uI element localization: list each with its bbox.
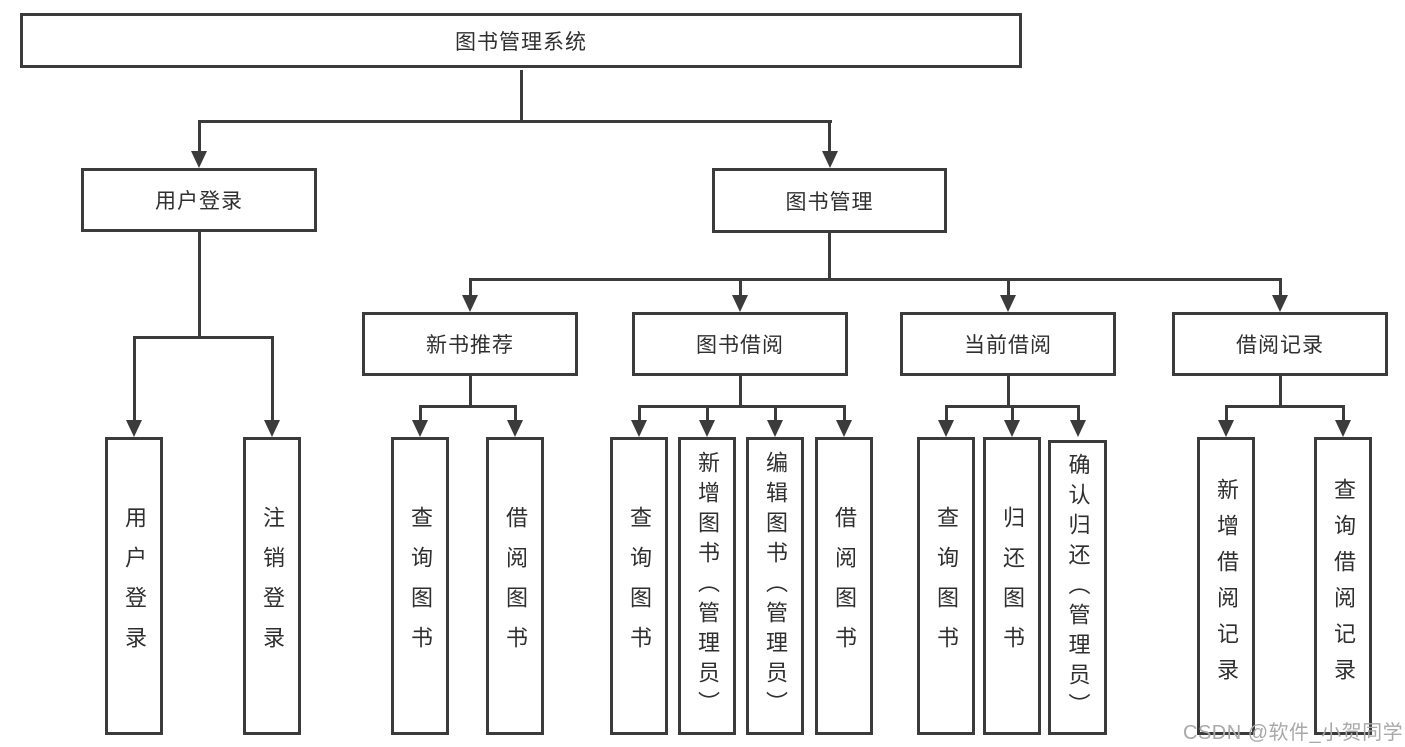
arrow-down-icon [699, 420, 715, 437]
leaf-label: 借阅图书 [832, 506, 857, 666]
arrow-down-icon [191, 151, 207, 168]
arrow-down-icon [767, 420, 783, 437]
arrow-down-icon [938, 420, 954, 437]
watermark: CSDN @软件_小贺同学 [1183, 722, 1404, 744]
leaf-label: 查询图书 [627, 506, 652, 666]
connector-drop-borrow-records [1278, 278, 1282, 296]
connector-drop-login [132, 336, 136, 421]
connector-borrow-stem [738, 376, 742, 405]
connector-drop-user-login [197, 120, 201, 152]
arrow-down-icon [1004, 420, 1020, 437]
leaf-user-login: 用户登录 [105, 437, 163, 735]
arrow-down-icon [1000, 295, 1016, 312]
leaf-label: 查询借阅记录 [1331, 478, 1356, 694]
leaf-add-borrow-record: 新增借阅记录 [1197, 437, 1255, 735]
connector-drop [1341, 405, 1345, 423]
connector-user-login-hline [132, 336, 274, 339]
arrow-down-icon [1218, 420, 1234, 437]
connector-user-login-stem [197, 232, 201, 336]
leaf-logout: 注销登录 [243, 437, 301, 735]
node-current-borrow: 当前借阅 [900, 312, 1116, 376]
connector-drop [1224, 405, 1228, 423]
leaf-edit-book-admin: 编辑图书（管理员） [746, 437, 804, 735]
leaf-label: 查询图书 [934, 506, 959, 666]
arrow-down-icon [836, 420, 852, 437]
leaf-return-books: 归还图书 [983, 437, 1041, 735]
connector-book-management-hline [468, 278, 1282, 281]
arrow-down-icon [507, 420, 523, 437]
node-book-management: 图书管理 [712, 168, 947, 233]
leaf-borrow-books-recommend: 借阅图书 [486, 437, 544, 735]
arrow-down-icon [126, 420, 142, 437]
leaf-confirm-return-admin: 确认归还（管理员） [1048, 440, 1107, 735]
connector-drop-book-management [828, 120, 831, 152]
arrow-down-icon [631, 420, 647, 437]
connector-book-management-stem [828, 233, 831, 281]
connector-recommend-hline [418, 405, 517, 408]
connector-drop-logout [270, 336, 274, 421]
connector-drop [637, 405, 641, 423]
node-borrow-records: 借阅记录 [1172, 312, 1388, 376]
node-new-book-recommend: 新书推荐 [362, 312, 578, 376]
leaf-label: 新增借阅记录 [1214, 478, 1239, 694]
connector-recommend-stem [468, 376, 472, 405]
leaf-label: 注销登录 [260, 506, 285, 666]
connector-drop [842, 405, 846, 423]
connector-drop-current-borrow [1006, 278, 1010, 296]
leaf-label: 查询图书 [408, 506, 433, 666]
connector-drop [773, 405, 777, 423]
connector-root-stem [519, 70, 523, 120]
arrow-down-icon [264, 420, 280, 437]
leaf-label: 借阅图书 [503, 506, 528, 666]
connector-drop-book-borrow [738, 278, 742, 296]
connector-drop-new-book-recommend [468, 278, 472, 296]
leaf-label: 归还图书 [1000, 506, 1025, 666]
leaf-label: 用户登录 [122, 506, 147, 666]
leaf-borrow-books-borrow: 借阅图书 [815, 437, 873, 735]
leaf-add-book-admin: 新增图书（管理员） [678, 437, 736, 735]
leaf-query-books-borrow: 查询图书 [610, 437, 668, 735]
connector-drop [1076, 405, 1080, 423]
arrow-down-icon [412, 420, 428, 437]
leaf-query-borrow-record: 查询借阅记录 [1314, 437, 1372, 735]
connector-drop [418, 405, 422, 423]
arrow-down-icon [1272, 295, 1288, 312]
arrow-down-icon [1070, 420, 1086, 437]
node-book-borrow: 图书借阅 [632, 312, 848, 376]
arrow-down-icon [1335, 420, 1351, 437]
arrow-down-icon [821, 151, 838, 168]
connector-current-stem [1006, 376, 1010, 405]
arrow-down-icon [462, 295, 478, 312]
connector-root-hline [197, 120, 832, 123]
connector-records-hline [1224, 405, 1345, 408]
leaf-label: 确认归还（管理员） [1065, 452, 1091, 723]
node-root: 图书管理系统 [20, 13, 1022, 68]
leaf-query-books-current: 查询图书 [917, 437, 975, 735]
connector-drop [1010, 405, 1014, 423]
connector-records-stem [1278, 376, 1282, 405]
leaf-label: 编辑图书（管理员） [763, 451, 788, 721]
arrow-down-icon [732, 295, 748, 312]
connector-drop [705, 405, 709, 423]
connector-drop [944, 405, 948, 423]
leaf-label: 新增图书（管理员） [695, 451, 720, 721]
connector-drop [513, 405, 517, 423]
connector-borrow-hline [637, 405, 846, 408]
leaf-query-books-recommend: 查询图书 [391, 437, 449, 735]
node-user-login: 用户登录 [81, 168, 317, 232]
